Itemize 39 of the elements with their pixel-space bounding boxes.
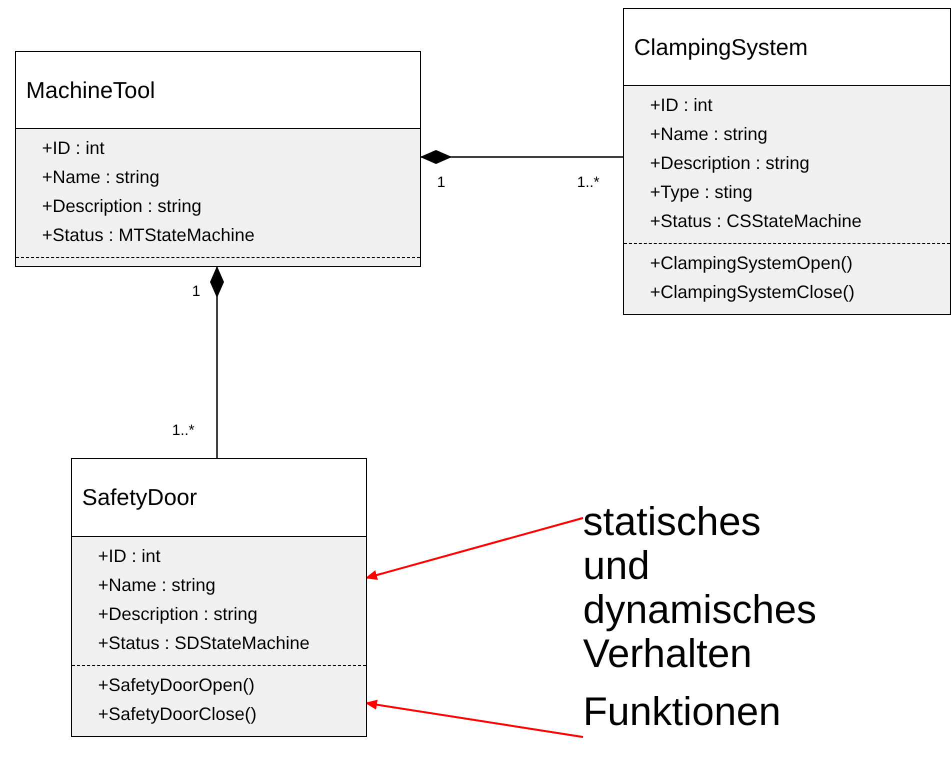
- attribute-text: +Name : string: [98, 574, 217, 597]
- class-compartment: [16, 129, 420, 257]
- class-name: ClampingSystem: [634, 34, 808, 60]
- multiplicity-label: 1: [437, 174, 446, 191]
- class-compartment: [72, 665, 366, 736]
- class-name: SafetyDoor: [82, 484, 198, 511]
- operation-text: +ClampingSystemOpen(): [650, 252, 854, 275]
- attribute-text: +Status : SDStateMachine: [98, 632, 311, 655]
- multiplicity-label: 1..*: [172, 422, 195, 439]
- annotation-text: statisches und dynamisches Verhalten: [583, 500, 833, 676]
- attribute-text: +Description : string: [650, 152, 811, 175]
- attribute-text: +Name : string: [42, 166, 161, 189]
- operation-text: +SafetyDoorOpen(): [98, 674, 256, 697]
- attribute-text: +ID : int: [42, 137, 106, 160]
- class-compartment: [624, 86, 950, 243]
- multiplicity-label: 1: [192, 283, 200, 300]
- annotation-text: Funktionen: [583, 690, 833, 734]
- composition-line: [420, 150, 623, 164]
- class-box: [623, 8, 951, 315]
- class-name: MachineTool: [26, 76, 156, 104]
- multiplicity-label: 1..*: [577, 174, 600, 191]
- class-compartment: [624, 243, 950, 314]
- attribute-text: +ID : int: [98, 545, 162, 568]
- leader-arrow: [365, 517, 584, 580]
- operation-text: +SafetyDoorClose(): [98, 703, 258, 726]
- attribute-text: +Status : MTStateMachine: [42, 224, 256, 247]
- empty-compartment: [16, 257, 420, 266]
- attribute-text: +Type : sting: [650, 181, 754, 204]
- attribute-text: +Name : string: [650, 123, 769, 146]
- class-box: [15, 51, 421, 267]
- operation-text: +ClampingSystemClose(): [650, 281, 856, 304]
- class-compartment: [72, 537, 366, 665]
- leader-arrow: [365, 700, 584, 738]
- attribute-text: +Description : string: [98, 603, 259, 626]
- class-box: [71, 458, 367, 737]
- composition-line: [210, 266, 224, 458]
- attribute-text: +Status : CSStateMachine: [650, 210, 863, 233]
- attribute-text: +Description : string: [42, 195, 203, 218]
- attribute-text: +ID : int: [650, 94, 714, 117]
